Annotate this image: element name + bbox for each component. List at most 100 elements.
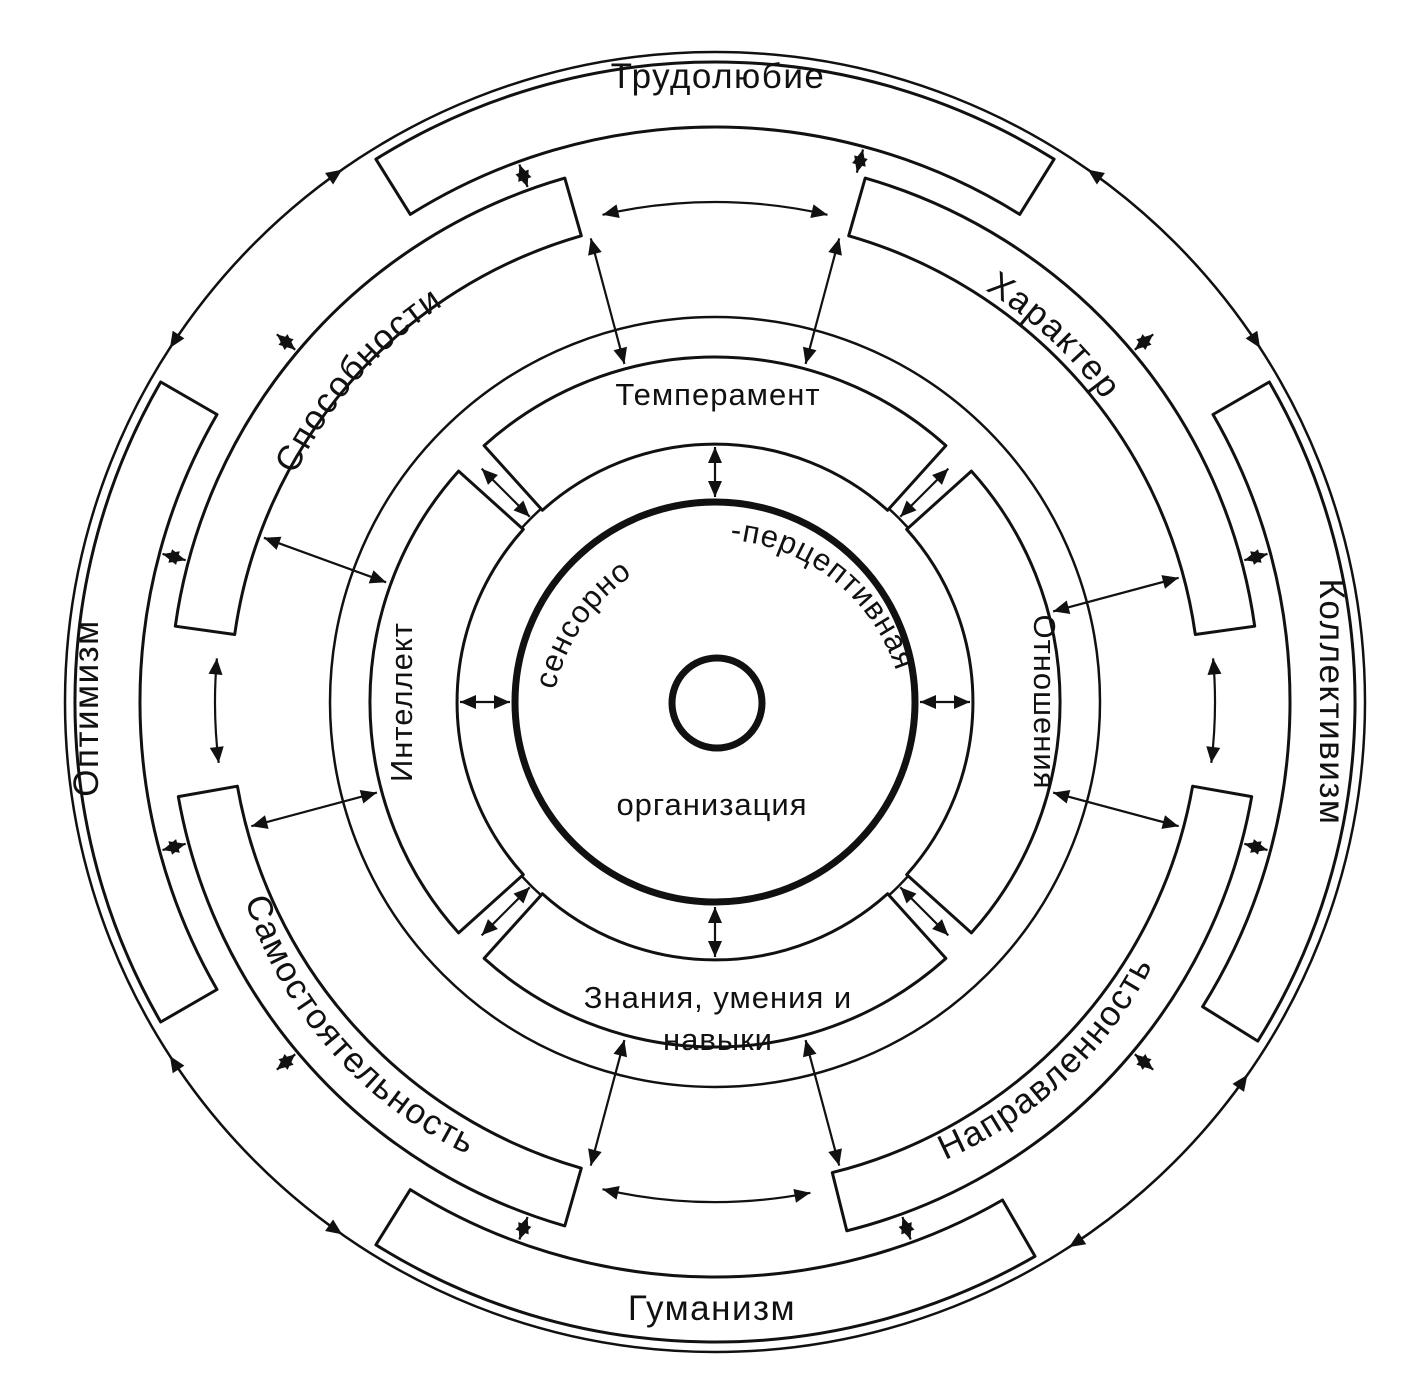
arrow-head (900, 887, 917, 904)
segment-optimizm (73, 380, 219, 1024)
arrow-head (588, 1148, 602, 1166)
radial-arrow-9 (804, 238, 841, 365)
arrow-head (168, 841, 186, 855)
arrow-head (1206, 746, 1221, 763)
arrow-head (1053, 790, 1071, 804)
arrow-head (920, 695, 936, 709)
radial-arrow-15 (589, 1039, 626, 1166)
segment-samostoyatelnost (176, 784, 583, 1228)
arrow-head (613, 346, 627, 364)
segment-harakter (847, 176, 1257, 636)
radial-arrow-8 (589, 238, 626, 365)
segment-sposobnosti (173, 176, 583, 636)
arrow-head (803, 346, 817, 364)
center-label-organizaciya: организация (616, 787, 807, 822)
radial-arrow-14 (804, 1039, 841, 1166)
arrow-head (810, 204, 828, 218)
arrow-head (602, 204, 620, 218)
segment-intellekt (368, 469, 525, 935)
arrow-head (1087, 169, 1105, 185)
arrow-head (1134, 334, 1152, 350)
segment-trudolyubie (374, 60, 1056, 216)
arrow-head (325, 169, 343, 185)
arrow-head (359, 790, 377, 804)
arrow-head (1161, 575, 1179, 589)
diagram-segments (73, 60, 1357, 1344)
arrow-head (613, 1040, 627, 1058)
arrow-head (494, 695, 510, 709)
arrow-head (209, 746, 224, 763)
arrow-head (1232, 1074, 1248, 1092)
arrow-head (515, 169, 529, 187)
ring-line-2 (328, 315, 1102, 1089)
arrow-head (278, 334, 296, 350)
segment-znaniya (482, 892, 948, 1049)
label-navyki: навыки (663, 1022, 773, 1057)
radial-arrow-13 (1052, 576, 1179, 613)
arrow-head (932, 468, 949, 485)
arrow-head (901, 1217, 915, 1235)
arrow-head (1244, 549, 1262, 563)
segment-gumanizm (374, 1188, 1037, 1344)
arrow-head (708, 941, 722, 957)
arrow-head (793, 1189, 811, 1203)
label-otnosheniya: Отношения (1027, 614, 1062, 789)
label-trudolyubie: Трудолюбие (611, 57, 826, 96)
radial-arrow-11 (251, 791, 378, 828)
segment-napravlennost (830, 784, 1254, 1233)
arrow-head (854, 155, 868, 173)
label-znaniya: Знания, умения и (584, 980, 852, 1015)
arrow-head (460, 695, 476, 709)
arrow-head (481, 919, 498, 936)
arrow-head (1245, 330, 1261, 348)
arrow-head (513, 887, 530, 904)
arrow-head (515, 1217, 529, 1235)
arrow-head (1069, 1232, 1087, 1248)
core-circle (668, 654, 766, 752)
arc-arrow-28 (602, 200, 828, 216)
arrow-head (1161, 815, 1179, 829)
arrow-head (325, 1219, 343, 1235)
label-temperament: Темперамент (615, 377, 820, 412)
arrow-head (803, 1040, 817, 1058)
radial-arrow-12 (1052, 791, 1179, 828)
arrow-head (708, 907, 722, 923)
arrow-head (900, 500, 917, 517)
arrow-head (602, 1186, 620, 1200)
arc-arrow-35 (168, 168, 343, 349)
arrow-head (208, 658, 223, 675)
arrow-head (263, 536, 282, 550)
arrow-head (368, 570, 387, 584)
arrow-head (708, 481, 722, 497)
label-intellekt: Интеллект (384, 622, 419, 782)
arrow-head (932, 919, 949, 936)
arrow-head (513, 500, 530, 517)
arrow-head (169, 1056, 185, 1074)
arrow-head (828, 238, 842, 256)
label-optimizm: Оптимизм (67, 619, 106, 796)
connection-arrows (162, 149, 1268, 1249)
arrow-head (954, 695, 970, 709)
arrow-head (481, 468, 498, 485)
arrow-head (708, 447, 722, 463)
ring-line-3 (63, 50, 1367, 1354)
arrow-head (828, 1148, 842, 1166)
segment-kollektivizm (1201, 380, 1357, 1043)
arrow-head (1207, 658, 1222, 675)
arc-arrow-30 (602, 1188, 811, 1204)
arc-arrow-34 (168, 1055, 343, 1236)
arrow-head (1244, 841, 1262, 855)
segment-temperament (482, 355, 948, 512)
arrow-head (278, 1054, 296, 1070)
arrow-head (588, 238, 602, 256)
label-gumanizm: Гуманизм (628, 1289, 796, 1328)
arrow-head (1134, 1054, 1152, 1070)
arc-arrow-32 (1087, 168, 1262, 349)
arrow-head (1053, 600, 1071, 614)
arrow-head (169, 330, 185, 348)
arrow-head (168, 549, 186, 563)
arrow-head (251, 815, 269, 829)
label-samostoyatelnost: Самостоятельность (237, 890, 482, 1163)
arc-arrow-33 (1068, 1074, 1249, 1249)
